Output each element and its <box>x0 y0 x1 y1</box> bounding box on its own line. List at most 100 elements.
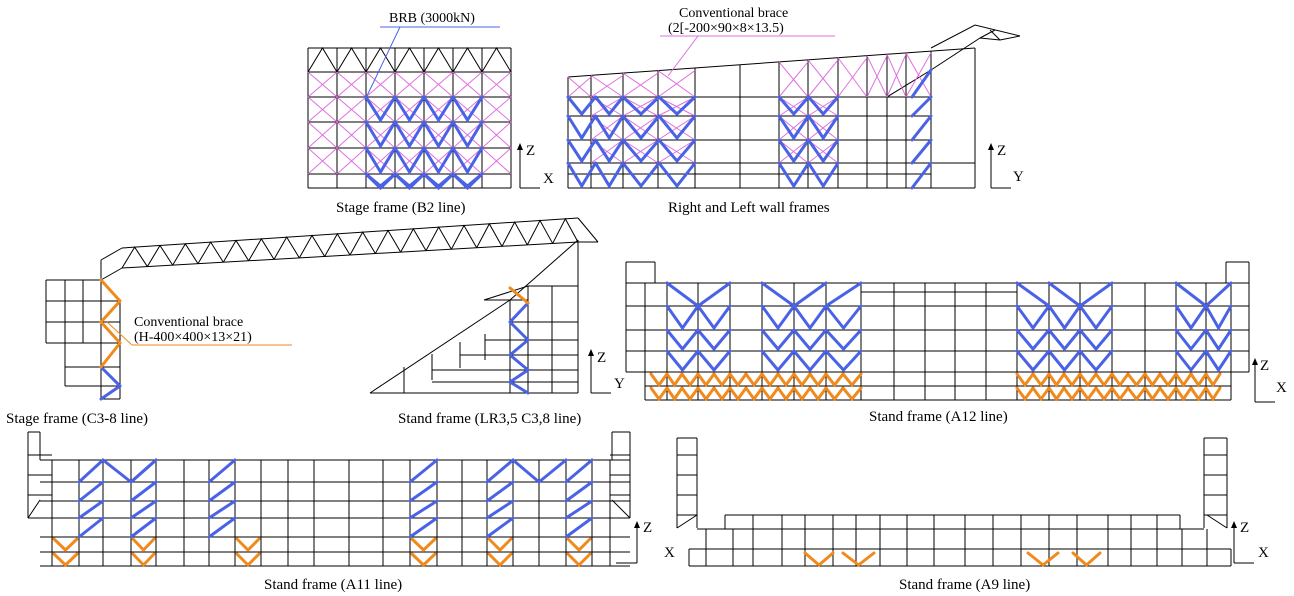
svg-text:Z: Z <box>526 143 535 159</box>
svg-text:Z: Z <box>643 520 652 536</box>
truss-diagonal <box>425 226 452 251</box>
brb-chevron <box>665 328 700 352</box>
brb-chevron <box>1015 349 1051 373</box>
conventional-brace-chevron <box>808 372 828 388</box>
conventional-brace-x <box>365 147 396 175</box>
brb-diagonal <box>564 499 594 520</box>
brb-chevron <box>1078 304 1114 331</box>
brb-diagonal <box>408 480 439 503</box>
conventional-brace-x <box>657 70 696 98</box>
caption-stand-a9: Stand frame (A9 line) <box>899 577 1030 593</box>
brb-chevron <box>451 172 484 191</box>
brb-chevron <box>777 95 810 117</box>
conventional-brace-chevron <box>792 372 812 388</box>
axis-indicator-1: Z X <box>517 143 554 189</box>
brb-chevron <box>824 328 863 352</box>
conventional-brace-chevron <box>649 372 669 388</box>
conventional-brace-chevron <box>1026 551 1060 567</box>
conventional-brace-chevron <box>1204 386 1222 402</box>
svg-text:Z: Z <box>597 350 606 366</box>
conventional-brace-x <box>778 115 809 141</box>
brb-chevron <box>594 95 625 117</box>
brb-chevron <box>364 146 397 175</box>
conventional-brace-chevron <box>712 372 732 388</box>
conventional-brace-chevron <box>1031 372 1051 388</box>
conventional-brace-x <box>336 121 367 149</box>
truss-chord <box>121 217 579 249</box>
conventional-brace-chevron <box>824 386 845 402</box>
brb-chevron <box>393 146 426 175</box>
conventional-brace-x <box>423 71 454 98</box>
brb-diagonal <box>77 458 105 484</box>
brb-diagonal <box>1015 281 1051 308</box>
brb-chevron <box>393 120 426 149</box>
conventional-brace-chevron <box>1204 372 1222 388</box>
conventional-brace-x <box>452 121 483 149</box>
caption-stand-lr: Stand frame (LR3,5 C3,8 line) <box>398 411 581 427</box>
caption-stand-a12: Stand frame (A12 line) <box>869 409 1008 425</box>
caption-stage-b2: Stage frame (B2 line) <box>336 200 466 216</box>
conventional-brace-x <box>394 121 425 149</box>
brb-diagonal <box>485 458 515 484</box>
svg-text:X: X <box>1276 380 1287 396</box>
brb-diagonal <box>129 458 158 484</box>
conventional-brace-x <box>307 96 338 123</box>
conventional-brace-chevron <box>1143 372 1162 388</box>
brb-chevron <box>696 349 732 373</box>
brb-chevron <box>621 95 661 117</box>
conventional-brace-chevron <box>803 551 835 567</box>
conventional-brace-x <box>394 96 425 123</box>
brb-chevron <box>696 304 732 331</box>
brb-diagonal <box>1174 281 1208 308</box>
conventional-brace-x <box>622 115 659 141</box>
conventional-brace-x <box>590 139 624 164</box>
brb-chevron <box>657 161 697 189</box>
conventional-brace-chevron <box>1031 386 1051 402</box>
truss-chord <box>100 247 123 261</box>
conventional-brace-chevron <box>665 372 684 388</box>
truss-diagonal <box>222 239 250 263</box>
conventional-brace-x <box>336 71 367 98</box>
conventional-brace-x <box>590 96 624 117</box>
brb-diagonal <box>1204 281 1233 308</box>
brb-chevron <box>422 120 455 149</box>
brb-chevron <box>1174 328 1208 352</box>
brb-chevron <box>1204 349 1233 373</box>
brb-chevron <box>393 95 426 123</box>
conventional-brace-x <box>622 72 659 98</box>
brb-chevron <box>594 138 625 164</box>
truss-chord <box>577 217 599 243</box>
brb-chevron <box>1204 328 1233 352</box>
brb-diagonal <box>1078 281 1114 308</box>
brb-members <box>77 68 1233 539</box>
brb-chevron <box>566 161 597 189</box>
conventional-brace-x <box>807 115 839 141</box>
brb-chevron <box>807 95 840 117</box>
brb-diagonal <box>760 281 796 308</box>
conv-upper-label-1: Conventional brace <box>679 6 788 21</box>
brb-chevron <box>665 304 700 331</box>
brb-chevron <box>364 172 397 191</box>
conventional-brace-chevron <box>665 386 684 402</box>
brb-leader-line <box>364 26 401 101</box>
brb-chevron <box>594 161 625 189</box>
brb-diagonal <box>77 499 105 520</box>
conventional-brace-x <box>481 71 512 98</box>
brb-chevron <box>566 95 597 117</box>
truss-diagonal <box>121 246 148 269</box>
brb-diagonal <box>824 281 863 308</box>
truss-diagonal <box>273 236 300 260</box>
brb-chevron <box>657 138 697 164</box>
conventional-brace-chevron <box>1126 372 1147 388</box>
conventional-brace-x <box>307 147 338 175</box>
conventional-brace-x <box>590 74 624 98</box>
conventional-brace-x <box>657 139 696 164</box>
truss-diagonal <box>349 231 376 256</box>
conventional-brace-chevron <box>728 372 748 388</box>
brb-diagonal <box>910 114 933 142</box>
conventional-brace-x <box>807 59 839 98</box>
brb-diagonal <box>485 499 515 520</box>
conventional-brace-chevron <box>824 372 845 388</box>
conventional-brace-x <box>365 71 396 98</box>
